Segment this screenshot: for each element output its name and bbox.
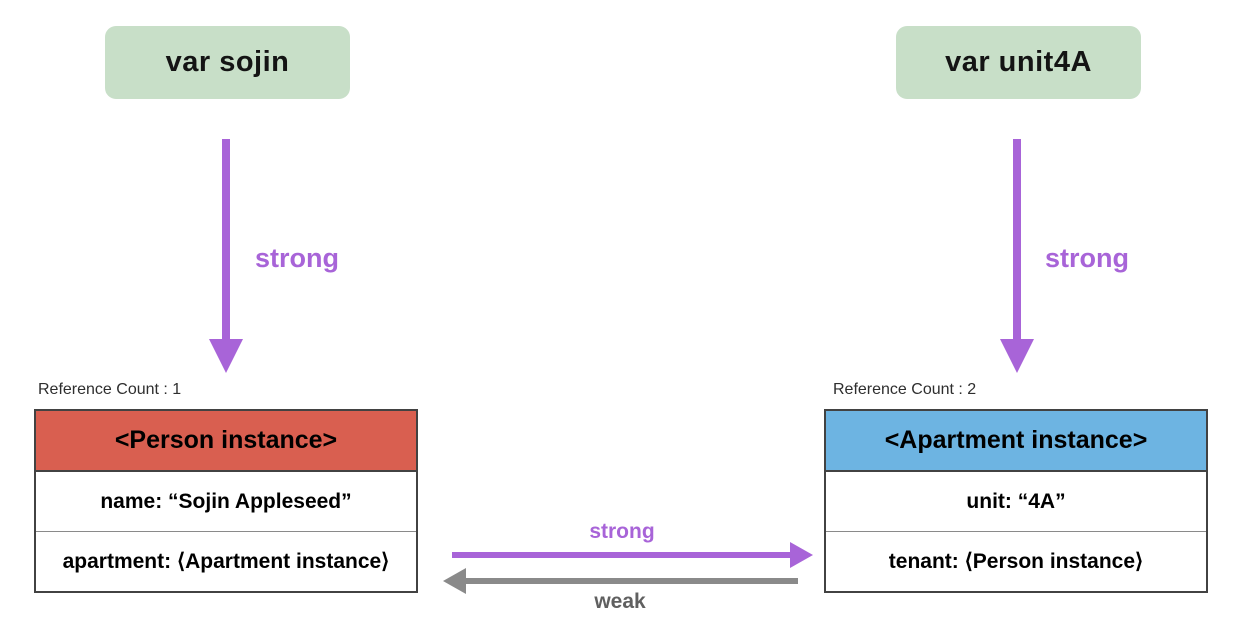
table-row-unit: unit: “4A” (966, 489, 1066, 513)
arrow-shaft-sojin-strong (222, 139, 230, 340)
arrow-shaft-unit4a-strong (1013, 139, 1021, 340)
strong-label-unit4a: strong (1045, 243, 1129, 273)
person-instance-table: <Person instance> name: “Sojin Appleseed… (34, 409, 418, 593)
table-row-name: name: “Sojin Appleseed” (100, 489, 352, 513)
strong-label-person-to-apartment: strong (589, 520, 655, 543)
strong-label-sojin: strong (255, 243, 339, 273)
weak-label-apartment-to-person: weak (594, 590, 646, 613)
arrow-shaft-apartment-to-person (465, 578, 798, 584)
arrow-head-down-icon (209, 339, 243, 373)
arrow-head-left-icon (443, 568, 466, 594)
apartment-table-header: <Apartment instance> (826, 411, 1206, 472)
arrow-head-down-icon (1000, 339, 1034, 373)
var-box-sojin: var sojin (105, 26, 350, 99)
apartment-instance-table: <Apartment instance> unit: “4A” tenant: … (824, 409, 1208, 593)
reference-count-label-apartment: Reference Count : 2 (833, 381, 977, 398)
table-row-tenant: tenant: ⟨Person instance⟩ (826, 531, 1206, 591)
arrow-head-right-icon (790, 542, 813, 568)
table-row-apartment: apartment: ⟨Apartment instance⟩ (36, 531, 416, 591)
arrow-shaft-person-to-apartment (452, 552, 792, 558)
person-table-header: <Person instance> (36, 411, 416, 472)
reference-count-label-person: Reference Count : 1 (38, 381, 182, 398)
var-box-unit4a: var unit4A (896, 26, 1141, 99)
